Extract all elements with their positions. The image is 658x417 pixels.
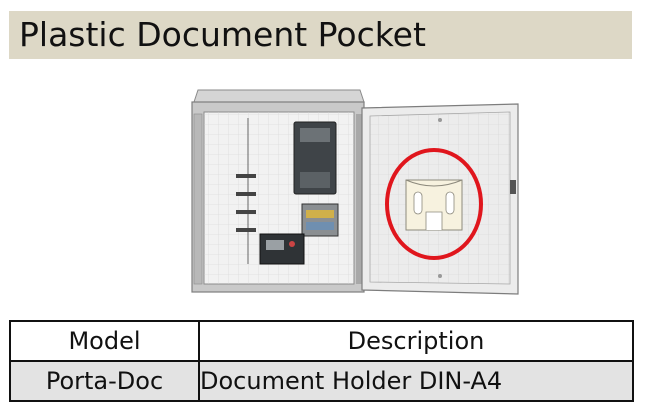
cell-model: Porta-Doc bbox=[9, 360, 200, 402]
cell-description: Document Holder DIN-A4 bbox=[198, 360, 634, 402]
product-illustration bbox=[191, 89, 519, 295]
header-description: Description bbox=[198, 320, 634, 362]
header-model: Model bbox=[9, 320, 200, 362]
enclosure-lid bbox=[193, 89, 365, 103]
table-header-row: Model Description bbox=[9, 320, 634, 362]
page-title: Plastic Document Pocket bbox=[19, 15, 426, 54]
terminal-block bbox=[301, 203, 339, 237]
table-row: Porta-Doc Document Holder DIN-A4 bbox=[9, 360, 634, 402]
highlight-circle bbox=[385, 148, 483, 260]
spec-table: Model Description Porta-Doc Document Hol… bbox=[9, 320, 634, 402]
title-bar: Plastic Document Pocket bbox=[9, 11, 632, 59]
